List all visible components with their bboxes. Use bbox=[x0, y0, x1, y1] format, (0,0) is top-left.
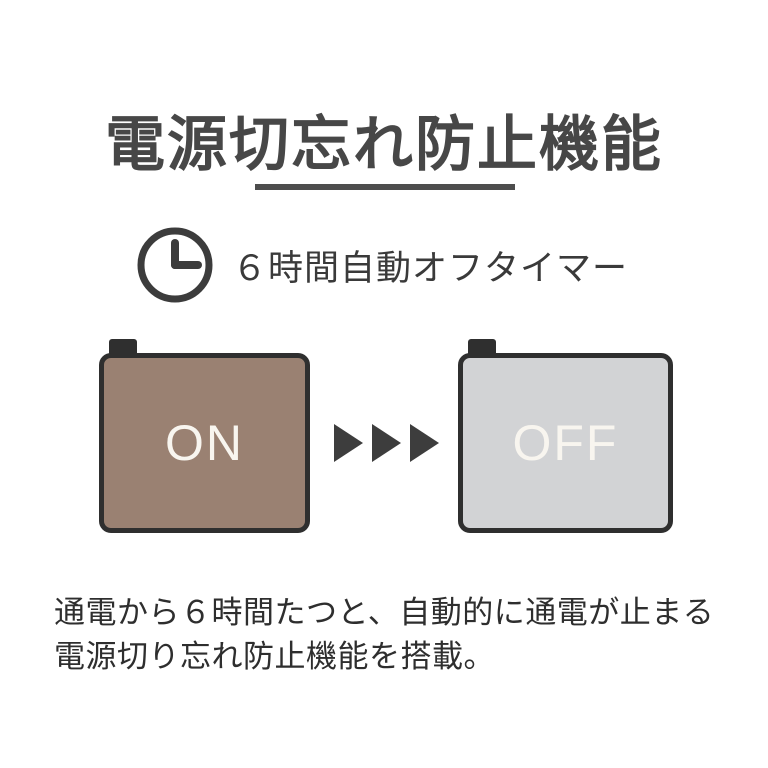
timer-feature-row: ６時間自動オフタイマー bbox=[134, 224, 628, 306]
title-divider bbox=[255, 184, 515, 190]
description-line-2: 電源切り忘れ防止機能を搭載。 bbox=[54, 639, 495, 675]
power-off-box: OFF bbox=[458, 353, 673, 533]
timer-label: ６時間自動オフタイマー bbox=[232, 248, 629, 288]
clock-icon bbox=[137, 227, 213, 303]
feature-description: 通電から６時間たつと、自動的に通電が止まる 電源切り忘れ防止機能を搭載。 bbox=[54, 591, 744, 680]
arrow-right-icon bbox=[372, 424, 401, 462]
off-box-plug-tab bbox=[468, 339, 496, 357]
power-on-label: ON bbox=[165, 415, 244, 471]
page-title: 電源切忘れ防止機能 bbox=[105, 111, 663, 179]
on-box-plug-tab bbox=[109, 339, 137, 357]
arrow-right-icon bbox=[334, 424, 363, 462]
arrow-right-icon bbox=[410, 424, 439, 462]
power-on-box: ON bbox=[99, 353, 310, 533]
description-line-1: 通電から６時間たつと、自動的に通電が止まる bbox=[54, 595, 715, 630]
power-off-label: OFF bbox=[512, 415, 619, 471]
